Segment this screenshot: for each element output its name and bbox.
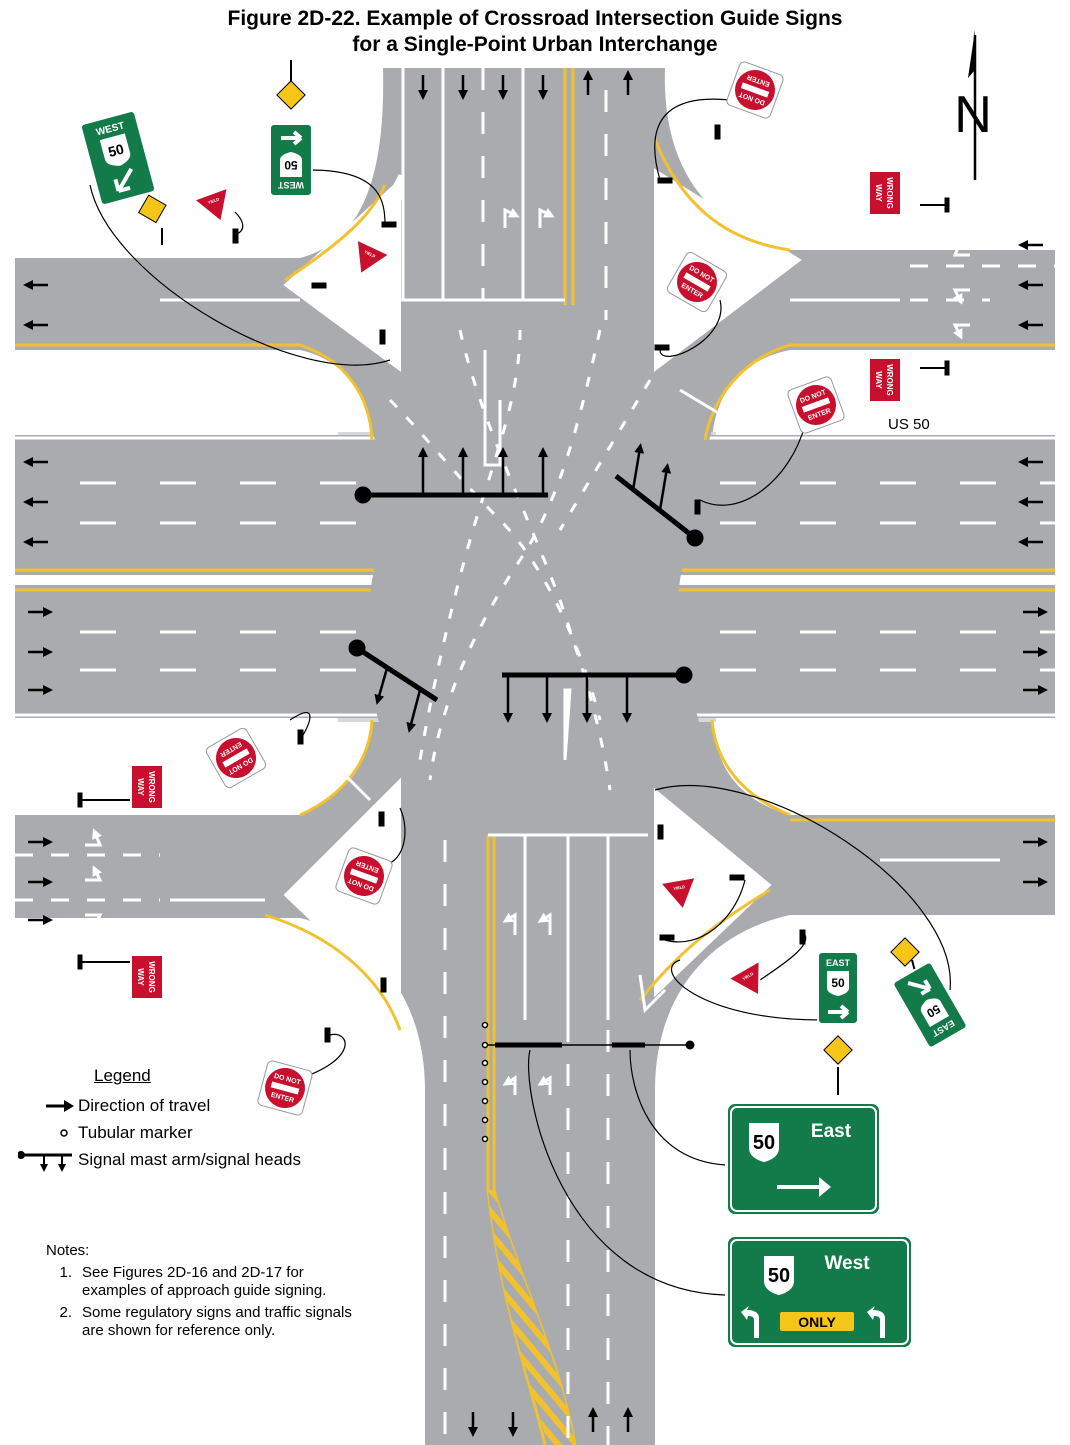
lane-markings [15, 68, 1055, 1445]
pavement [15, 68, 1055, 1445]
leader-lines [89, 98, 951, 1296]
note-number: 2. [59, 1304, 72, 1321]
right-arrow-icon [777, 1177, 831, 1197]
figure-title-line1: Figure 2D-22. Example of Crossroad Inter… [227, 7, 843, 30]
signal-mast-arms [348, 474, 704, 703]
up-left-arrow-icon [741, 1306, 759, 1338]
svg-text:WAY: WAY [874, 371, 883, 389]
note-line: examples of approach guide signing. [82, 1282, 327, 1299]
svg-text:East: East [811, 1121, 852, 1142]
svg-text:YIELD: YIELD [207, 196, 220, 205]
north-label: N [954, 86, 992, 144]
signal-heads [374, 443, 672, 733]
notes: Notes: 1. See Figures 2D-16 and 2D-17 fo… [46, 1242, 406, 1340]
advisory-diamond [890, 937, 920, 967]
svg-text:WAY: WAY [136, 968, 145, 986]
svg-text:EAST: EAST [826, 958, 851, 968]
legend-item: Tubular marker [18, 1119, 348, 1146]
west-guide-sign: 50 West ONLY [726, 1235, 913, 1349]
note-item: 2. Some regulatory signs and traffic sig… [46, 1304, 406, 1340]
note-item: 1. See Figures 2D-16 and 2D-17 for examp… [46, 1264, 406, 1300]
crossroad-over-bridge [367, 430, 712, 725]
mast-arm-icon [17, 1148, 78, 1172]
tubular-marker-icon [18, 1121, 78, 1145]
svg-text:50: 50 [284, 158, 298, 172]
notes-title: Notes: [46, 1242, 90, 1259]
note-number: 1. [59, 1264, 72, 1281]
trailblazer-east-bottom: EAST 50 [817, 951, 859, 1025]
advisory-diamond [276, 80, 306, 110]
svg-text:50: 50 [924, 1002, 943, 1021]
svg-text:50: 50 [831, 976, 845, 990]
svg-text:WEST: WEST [277, 180, 304, 190]
svg-text:WRONG: WRONG [147, 771, 156, 803]
tubular-markers [481, 1021, 489, 1143]
note-line: See Figures 2D-16 and 2D-17 for [82, 1264, 304, 1281]
trailblazer-west-top: WEST 50 [269, 123, 313, 197]
legend-item: Direction of travel [18, 1092, 348, 1119]
svg-text:WAY: WAY [136, 778, 145, 796]
legend-label: Signal mast arm/signal heads [78, 1149, 302, 1169]
legend-title: Legend [94, 1066, 151, 1085]
yield-sign: YIELD [355, 237, 392, 277]
svg-text:YIELD: YIELD [673, 884, 686, 891]
north-arrow: N [954, 30, 992, 180]
east-guide-sign: 50 East [726, 1102, 881, 1216]
south-signal-arm [486, 1040, 695, 1050]
up-left-arrow-icon [867, 1306, 885, 1338]
trailblazer-east-right: EAST 50 [892, 961, 968, 1049]
svg-text:50: 50 [106, 140, 125, 160]
pavement-arrows [85, 207, 970, 1095]
advisory-diamond [823, 1035, 853, 1065]
legend-label: Tubular marker [78, 1122, 193, 1142]
figure-title-line2: for a Single-Point Urban Interchange [352, 33, 718, 56]
sign-posts [77, 60, 950, 1095]
svg-text:West: West [824, 1253, 870, 1274]
legend-item: Signal mast arm/signal heads [17, 1146, 348, 1173]
svg-text:50: 50 [768, 1265, 790, 1287]
yield-signs: YIELD YIELD YIELD YIELD [191, 186, 761, 998]
hatched-median [488, 1190, 575, 1445]
svg-text:50: 50 [753, 1132, 775, 1154]
trailblazer-west-left: WEST 50 [79, 110, 167, 224]
legend-label: Direction of travel [78, 1095, 211, 1115]
svg-text:WRONG: WRONG [885, 177, 894, 209]
svg-text:WAY: WAY [874, 184, 883, 202]
us50-road-label: US 50 [888, 416, 930, 433]
yield-sign: YIELD [191, 186, 230, 224]
legend: Legend Direction of travel Tubular marke… [17, 1066, 348, 1173]
svg-text:YIELD: YIELD [364, 249, 377, 259]
svg-text:YIELD: YIELD [741, 971, 754, 981]
yield-sign: YIELD [726, 958, 761, 998]
direction-arrows [23, 70, 1048, 1437]
svg-text:WRONG: WRONG [885, 364, 894, 396]
note-line: Some regulatory signs and traffic signal… [82, 1304, 352, 1321]
note-line: are shown for reference only. [82, 1322, 276, 1339]
figure-title: Figure 2D-22. Example of Crossroad Inter… [0, 6, 1070, 58]
arrow-right-icon [18, 1094, 78, 1118]
svg-text:WRONG: WRONG [147, 961, 156, 993]
yield-sign: YIELD [658, 875, 698, 912]
svg-text:ONLY: ONLY [798, 1314, 836, 1330]
